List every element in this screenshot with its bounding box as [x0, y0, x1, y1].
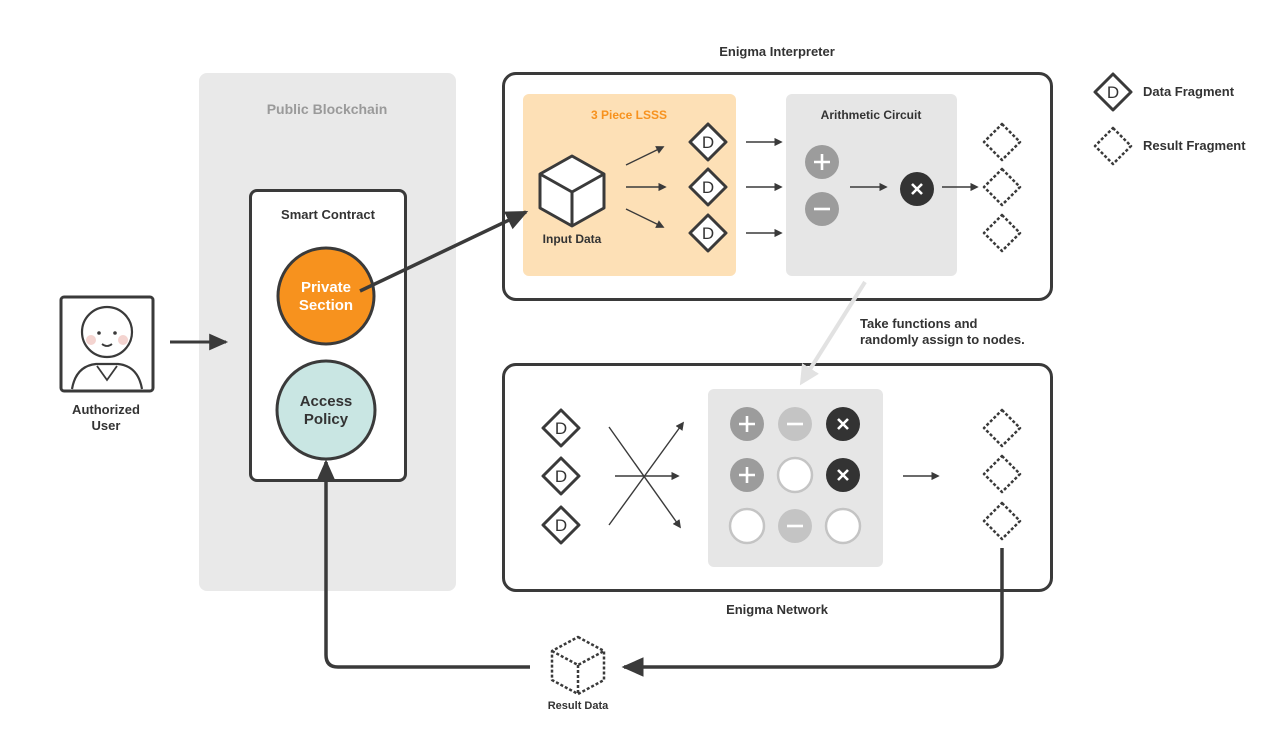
enigma-interpreter-title: Enigma Interpreter: [719, 44, 835, 59]
lsss-split-arrows: [625, 146, 667, 228]
node-empty-icon: [776, 456, 814, 494]
node-empty-icon: [728, 507, 766, 545]
lsss-data-fragment-icon: D: [688, 122, 728, 162]
network-result-fragment-icon-shape: [982, 454, 1022, 494]
network-data-fragment-icon-shape: [541, 408, 581, 448]
network-data-fragment-icon: D: [541, 505, 581, 545]
result-data-label: Result Data: [547, 700, 609, 712]
legend-result-fragment-icon: [1093, 126, 1133, 166]
result-data-cube-icon: [550, 635, 606, 696]
private-section-label: Private Section: [276, 279, 376, 315]
lsss-data-fragment-icon-shape: [688, 122, 728, 162]
node-multiply-icon: [826, 407, 860, 441]
interpreter-result-fragment-icon: [982, 122, 1022, 162]
access-policy-circle[interactable]: [275, 359, 377, 461]
public-blockchain-title: Public Blockchain: [266, 101, 388, 117]
network-shuffle-arrows: [608, 421, 684, 529]
lsss-data-fragment-icon-shape: [688, 167, 728, 207]
network-result-fragment-icon-shape: [982, 501, 1022, 541]
lsss-data-fragment-icon: D: [688, 167, 728, 207]
lsss-data-fragment-icon-letter: D: [702, 133, 714, 152]
result-to-access-policy-arrow: [316, 459, 530, 669]
interpreter-result-fragment-icon-shape: [982, 213, 1022, 253]
network-data-fragment-icon-letter: D: [555, 516, 567, 535]
interpreter-result-fragment-icon: [982, 213, 1022, 253]
access-policy-label: Access Policy: [276, 393, 376, 429]
enigma-interpreter-frame: [502, 72, 1053, 301]
network-result-fragment-icon: [982, 454, 1022, 494]
smart-contract-title: Smart Contract: [281, 207, 375, 222]
circuit-multiply-icon: [900, 172, 934, 206]
enigma-network-title: Enigma Network: [726, 602, 828, 617]
access-policy-label-line-1: Access: [299, 393, 353, 410]
lsss-data-fragment-icon-shape: [688, 213, 728, 253]
network-result-fragment-icon-shape: [982, 408, 1022, 448]
network-data-fragment-icon-letter: D: [555, 419, 567, 438]
network-result-fragment-icon: [982, 408, 1022, 448]
fragment-to-circuit-arrows: [746, 137, 783, 238]
legend-data-fragment-label: Data Fragment: [1143, 84, 1235, 99]
assign-to-nodes-arrow: [799, 280, 867, 386]
enigma-network-frame: [502, 363, 1053, 592]
network-data-fragment-icon-shape: [541, 456, 581, 496]
input-data-cube-icon: [538, 154, 606, 228]
legend-data-fragment-icon-shape: [1093, 72, 1133, 112]
private-section-label-line-1: Private: [300, 279, 352, 296]
legend-result-fragment-label: Result Fragment: [1143, 138, 1246, 153]
input-data-label: Input Data: [542, 232, 602, 246]
node-minus-icon: [778, 407, 812, 441]
network-data-fragment-icon-shape: [541, 505, 581, 545]
access-policy-label-line-2: Policy: [303, 411, 349, 428]
network-to-result-arrow: [621, 548, 1004, 677]
authorized-user-label-line-2: User: [91, 418, 121, 433]
authorized-user-icon: [59, 295, 155, 393]
interpreter-result-fragment-icon-shape: [982, 167, 1022, 207]
network-result-fragment-icon: [982, 501, 1022, 541]
legend-data-fragment-icon: D: [1093, 72, 1133, 112]
private-to-input-arrow: [359, 210, 529, 293]
lsss-data-fragment-icon-letter: D: [702, 224, 714, 243]
interpreter-result-fragment-icon-shape: [982, 122, 1022, 162]
lsss-data-fragment-icon-letter: D: [702, 178, 714, 197]
assign-note-line-2: randomly assign to nodes.: [860, 332, 1025, 347]
legend-data-fragment-icon-letter: D: [1107, 83, 1119, 102]
authorized-user-label-line-1: Authorized: [72, 402, 140, 417]
node-grid: [728, 407, 862, 545]
private-section-circle[interactable]: [276, 246, 376, 346]
network-data-fragment-icon: D: [541, 408, 581, 448]
node-minus-icon: [778, 509, 812, 543]
network-data-fragment-icon: D: [541, 456, 581, 496]
node-empty-icon: [824, 507, 862, 545]
node-multiply-icon: [826, 458, 860, 492]
assign-note-line-1: Take functions and: [860, 316, 978, 331]
lsss-title: 3 Piece LSSS: [590, 108, 668, 122]
network-data-fragment-icon-letter: D: [555, 467, 567, 486]
node-plus-icon: [730, 407, 764, 441]
arithmetic-circuit-title: Arithmetic Circuit: [820, 108, 922, 122]
circuit-minus-icon: [805, 192, 839, 226]
circuit-plus-icon: [805, 145, 839, 179]
private-section-label-line-2: Section: [298, 297, 354, 314]
legend-result-fragment-icon-shape: [1093, 126, 1133, 166]
interpreter-result-fragment-icon: [982, 167, 1022, 207]
node-plus-icon: [730, 458, 764, 492]
lsss-data-fragment-icon: D: [688, 213, 728, 253]
